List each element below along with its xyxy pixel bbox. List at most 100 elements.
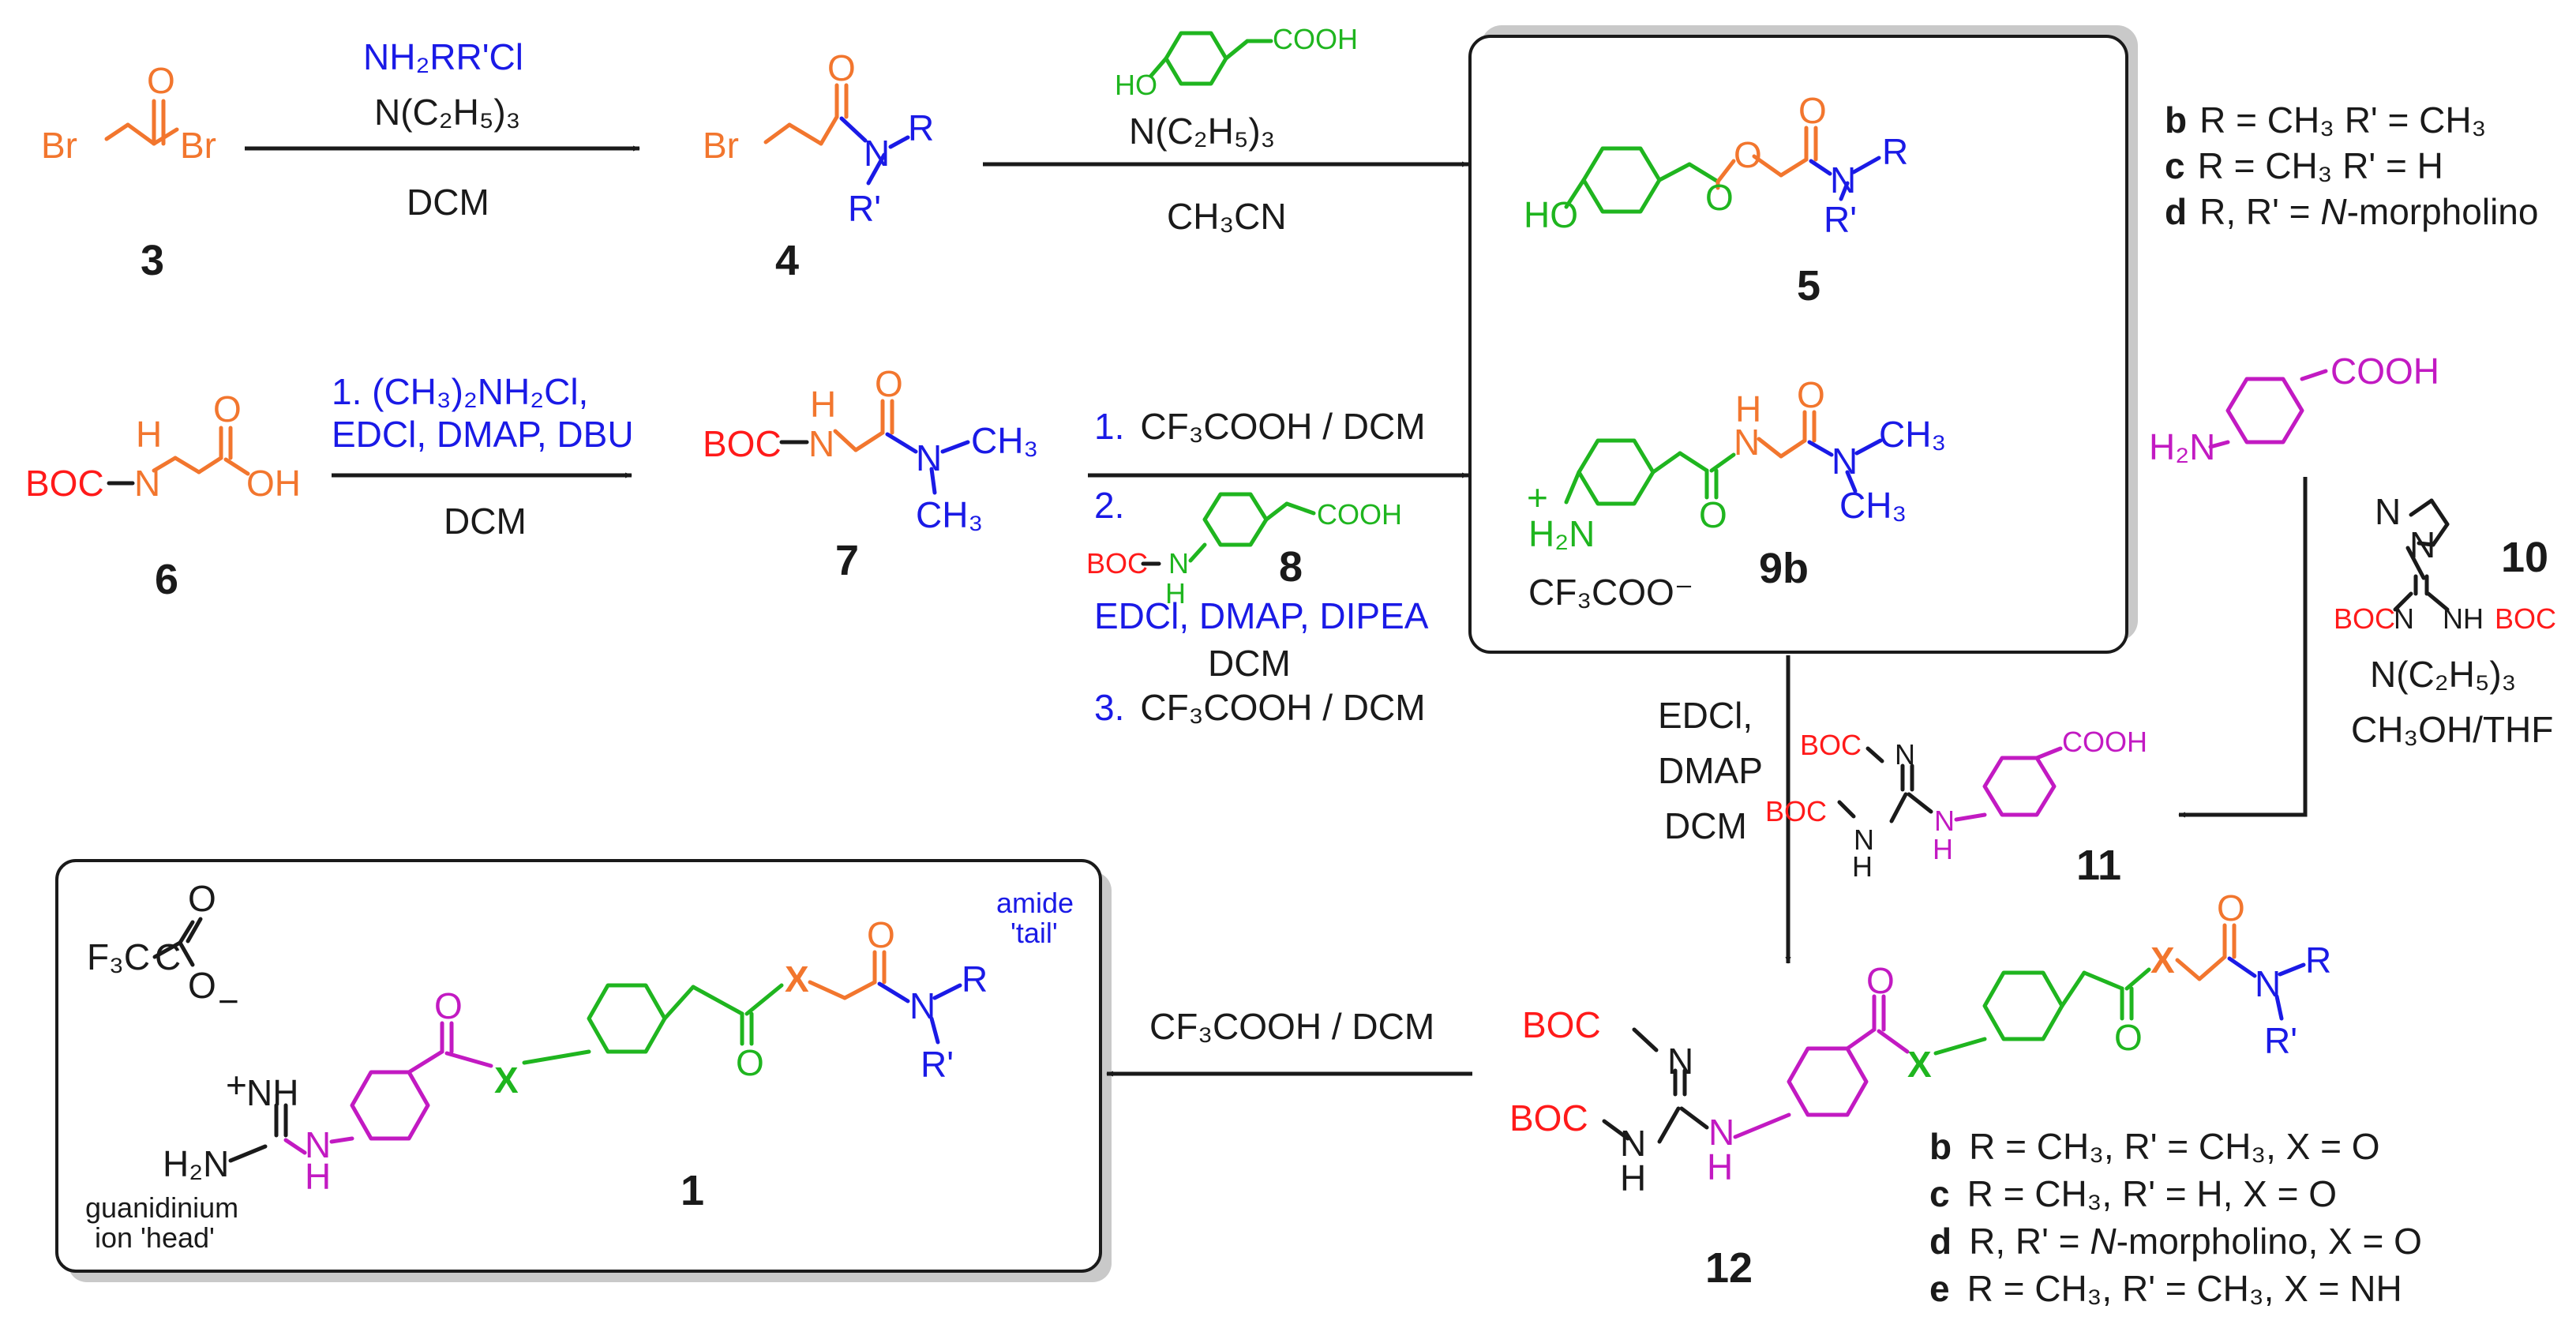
step-2-conditions: N(C₂H₅)₃ CH₃CN [1129,111,1287,237]
charge-plus: + [226,1064,247,1105]
reagent-amine-salt: NH₂RR'Cl [363,36,523,77]
compound-label: 12 [1705,1244,1753,1292]
step-4-substep-2-number: 2. [1094,485,1124,526]
atom-o: O [1705,177,1734,218]
atom-r: R [2305,940,2331,981]
atom-n: N [134,463,160,504]
reagent-dmap: DMAP [1658,750,1763,791]
compound-9b: + H₂N O H N O N CH₃ CH₃ CF₃COO⁻ 9b [1527,374,1946,613]
atom-o: O [1797,374,1825,415]
group-boc: BOC [1086,547,1148,580]
atom-c: C [155,936,181,977]
group-boc: BOC [1765,795,1827,827]
atom-n: N [1830,159,1856,201]
compound-label: 10 [2501,534,2548,581]
atom-n: N [808,423,834,464]
atom-n: N [1168,547,1189,580]
atom-h: H [1735,388,1761,430]
compound-label: 5 [1797,262,1820,309]
group-boc: BOC [25,463,104,504]
step-4-substep-1: 1.CF₃COOH / DCM [1094,406,1426,447]
group-ch3: CH₃ [971,420,1038,461]
atom-n: N [1934,805,1955,837]
atom-ho: HO [1524,194,1578,235]
compound-label: 11 [2076,842,2121,889]
compound-label: 9b [1759,545,1809,592]
compound-label: 6 [155,556,178,603]
compound-12: BOC N BOC N H N H O X O X O N R R' 12 [1509,887,2331,1292]
compound-label: 3 [141,237,164,284]
compound-3: Br O Br 3 [41,60,216,284]
step-6-conditions: EDCl, DMAP DCM [1658,695,1763,846]
atom-h: H [305,1156,331,1197]
solvent-methanol-thf: CH₃OH/THF [2351,709,2553,750]
group-amine: H₂N [2149,426,2215,467]
solvent-acetonitrile: CH₃CN [1167,196,1287,237]
atom-o: O [867,914,895,955]
atom-br: Br [703,125,739,166]
reagent-edcl: EDCl, [1658,695,1753,736]
atom-h: H [1620,1157,1646,1199]
atom-x: X [2150,940,2175,981]
aminobenzoic-acid: COOH H₂N [2149,351,2439,467]
atom-n: N [1708,1112,1734,1153]
atom-h: H [1707,1146,1733,1187]
solvent-dcm: DCM [1664,805,1747,846]
atom-x: X [1907,1044,1932,1085]
reagent-coupling: EDCl, DMAP, DIPEA [1094,595,1429,636]
atom-o: O [2114,1017,2143,1058]
atom-n: N [2409,524,2435,565]
arrow-acid-to-11 [2178,477,2308,818]
atom-x: X [494,1060,519,1101]
reagent-dimethylamine-salt: 1. (CH₃)₂NH₂Cl, [332,371,588,412]
solvent-dcm: DCM [407,182,489,223]
atom-n: N [864,133,890,174]
atom-h: H [1852,850,1873,883]
atom-o: O [1734,134,1762,175]
atom-o: O [434,985,463,1026]
atom-ho: HO [1115,69,1157,101]
atom-o: O [736,1042,764,1083]
compound-6: BOC H N O OH 6 [25,388,301,603]
atom-h: H [1933,833,1953,865]
compound-4: Br O N R R' 4 [703,47,934,284]
charge-minus: − [218,981,239,1022]
solvent-dcm: DCM [1208,643,1291,684]
compound-1: F₃C C O O − + NH H₂N N H O X O X O N R R… [85,878,1074,1254]
step-7-conditions: CF₃COOH / DCM [1149,1006,1434,1047]
group-amine: H₂N [163,1143,229,1184]
atom-o: O [1866,960,1895,1001]
atom-o: O [827,47,856,88]
group-ammonium: H₂N [1528,513,1595,554]
hydroxyphenylacetic-acid: HO COOH [1115,23,1358,101]
atom-rprime: R' [921,1044,954,1085]
atom-br: Br [180,125,216,166]
compound-8: BOC N H COOH 8 [1086,492,1402,610]
atom-n: N [2255,963,2281,1004]
group-cooh: COOH [2062,726,2147,758]
group-nh: NH [2443,602,2484,635]
group-cooh: COOH [1317,498,1402,531]
atom-n: N [305,1124,331,1165]
atom-n: N [1832,441,1858,482]
atom-o: O [875,363,903,404]
atom-h: H [810,384,836,425]
group-cooh: COOH [1273,23,1358,55]
counterion-trifluoroacetate: CF₃COO⁻ [1528,572,1693,613]
group-boc: BOC [2495,602,2556,635]
product-box [55,859,1112,1282]
atom-o: O [188,878,216,919]
step-3-conditions: 1. (CH₃)₂NH₂Cl, EDCl, DMAP, DBU DCM [332,371,634,542]
group-nh: NH [246,1072,298,1113]
atom-n: N [909,985,936,1026]
annotation-amide-tail: amide [996,887,1074,919]
atom-n: N [2394,602,2414,635]
atom-n: N [2375,491,2401,532]
atom-n: N [1734,422,1760,463]
atom-o: O [2217,887,2245,928]
